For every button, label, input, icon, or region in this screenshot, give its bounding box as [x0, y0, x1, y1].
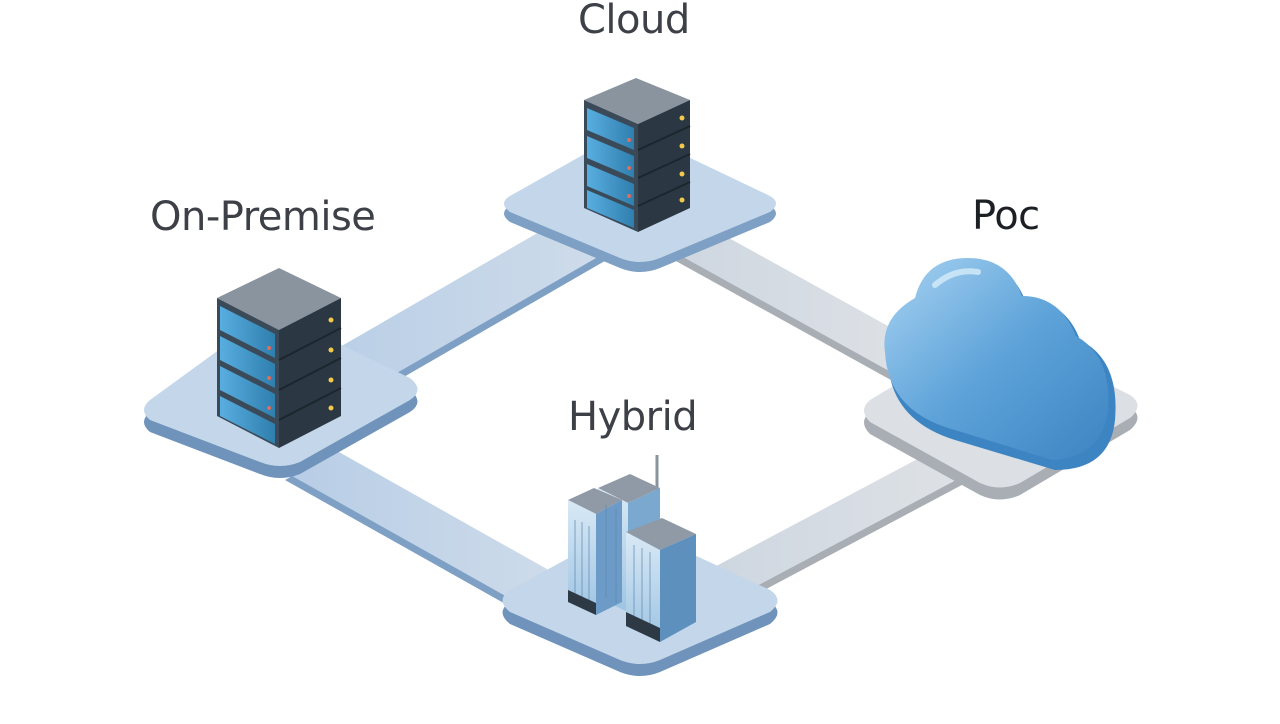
connector-cloud-poc	[665, 222, 935, 385]
cloud-node-label: Cloud	[578, 0, 690, 43]
office-buildings-icon	[568, 455, 696, 642]
server-rack-icon	[584, 78, 691, 232]
hybrid-node-label: Hybrid	[568, 394, 698, 440]
connector-hybrid-poc	[705, 447, 975, 603]
server-rack-icon	[217, 268, 342, 448]
cloud-icon	[884, 258, 1116, 470]
poc-node-label: Poc	[972, 193, 1040, 239]
connector-onprem-hybrid	[285, 447, 570, 615]
on-premise-node-label: On-Premise	[150, 194, 376, 240]
